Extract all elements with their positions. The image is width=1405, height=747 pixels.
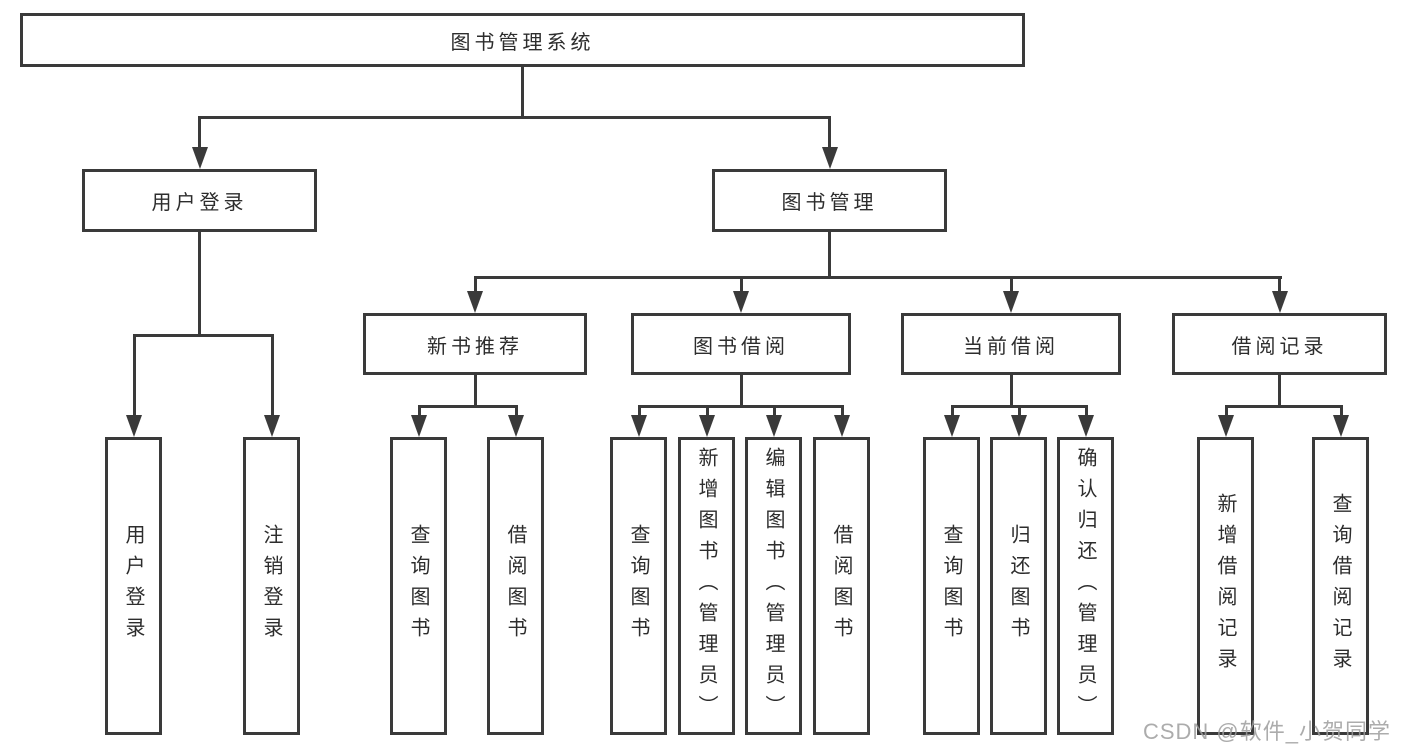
arrowhead-down-icon	[264, 415, 280, 437]
connector-line	[1009, 375, 1013, 406]
arrowhead-down-icon	[1003, 291, 1019, 313]
arrowhead-down-icon	[508, 415, 524, 437]
arrowhead-down-icon	[126, 415, 142, 437]
connector-line	[840, 406, 844, 418]
arrowhead-down-icon	[631, 415, 647, 437]
connector-line	[637, 406, 641, 418]
arrowhead-down-icon	[1333, 415, 1349, 437]
arrowhead-down-icon	[411, 415, 427, 437]
connector-line	[1339, 406, 1343, 418]
connector-line	[417, 404, 518, 408]
connector-line	[473, 277, 477, 293]
arrowhead-down-icon	[699, 415, 715, 437]
arrowhead-down-icon	[821, 147, 838, 169]
connector-line	[198, 115, 831, 119]
node-book-management: 图书管理	[712, 169, 947, 232]
connector-line	[739, 375, 743, 406]
leaf-borrow-add-book-admin: 新增图书（管理员）	[678, 437, 735, 735]
connector-line	[637, 404, 844, 408]
connector-line	[514, 406, 518, 418]
node-borrow-record: 借阅记录	[1172, 313, 1387, 375]
connector-line	[132, 335, 136, 417]
connector-line	[739, 277, 743, 293]
connector-line	[828, 232, 831, 277]
arrowhead-down-icon	[1271, 291, 1288, 313]
leaf-current-return-book: 归还图书	[990, 437, 1047, 735]
arrowhead-down-icon	[766, 415, 782, 437]
leaf-borrow-edit-book-admin: 编辑图书（管理员）	[745, 437, 802, 735]
leaf-logout: 注销登录	[243, 437, 300, 735]
arrowhead-down-icon	[467, 291, 483, 313]
connector-line	[1017, 406, 1021, 418]
connector-line	[1224, 406, 1228, 418]
connector-line	[198, 117, 201, 150]
connector-line	[705, 406, 709, 418]
connector-line	[772, 406, 776, 418]
node-root-library-system: 图书管理系统	[20, 13, 1025, 67]
connector-line	[950, 406, 954, 418]
connector-line	[473, 275, 1282, 279]
connector-line	[1224, 404, 1343, 408]
connector-line	[1278, 277, 1281, 293]
connector-line	[828, 117, 831, 150]
leaf-borrow-borrow-book: 借阅图书	[813, 437, 870, 735]
leaf-current-query-book: 查询图书	[923, 437, 980, 735]
arrowhead-down-icon	[1218, 415, 1234, 437]
connector-line	[1009, 277, 1013, 293]
connector-line	[132, 333, 274, 337]
csdn-watermark: CSDN @软件_小贺同学	[1142, 719, 1391, 744]
arrowhead-down-icon	[944, 415, 960, 437]
connector-line	[473, 375, 477, 406]
node-user-login: 用户登录	[82, 169, 317, 232]
node-current-borrow: 当前借阅	[901, 313, 1121, 375]
connector-line	[1084, 406, 1088, 418]
connector-line	[520, 67, 524, 117]
leaf-recommend-borrow-book: 借阅图书	[487, 437, 544, 735]
arrowhead-down-icon	[733, 291, 749, 313]
connector-line	[417, 406, 421, 418]
connector-line	[198, 232, 201, 335]
arrowhead-down-icon	[1011, 415, 1027, 437]
leaf-user-login: 用户登录	[105, 437, 162, 735]
arrowhead-down-icon	[834, 415, 850, 437]
leaf-current-confirm-return-admin: 确认归还（管理员）	[1057, 437, 1114, 735]
leaf-record-add-borrow-record: 新增借阅记录	[1197, 437, 1254, 735]
connector-line	[1278, 375, 1281, 406]
arrowhead-down-icon	[191, 147, 208, 169]
leaf-borrow-query-book: 查询图书	[610, 437, 667, 735]
leaf-recommend-query-book: 查询图书	[390, 437, 447, 735]
connector-line	[270, 335, 274, 417]
arrowhead-down-icon	[1078, 415, 1094, 437]
node-new-book-recommend: 新书推荐	[363, 313, 587, 375]
leaf-record-query-borrow-record: 查询借阅记录	[1312, 437, 1369, 735]
node-book-borrow: 图书借阅	[631, 313, 851, 375]
